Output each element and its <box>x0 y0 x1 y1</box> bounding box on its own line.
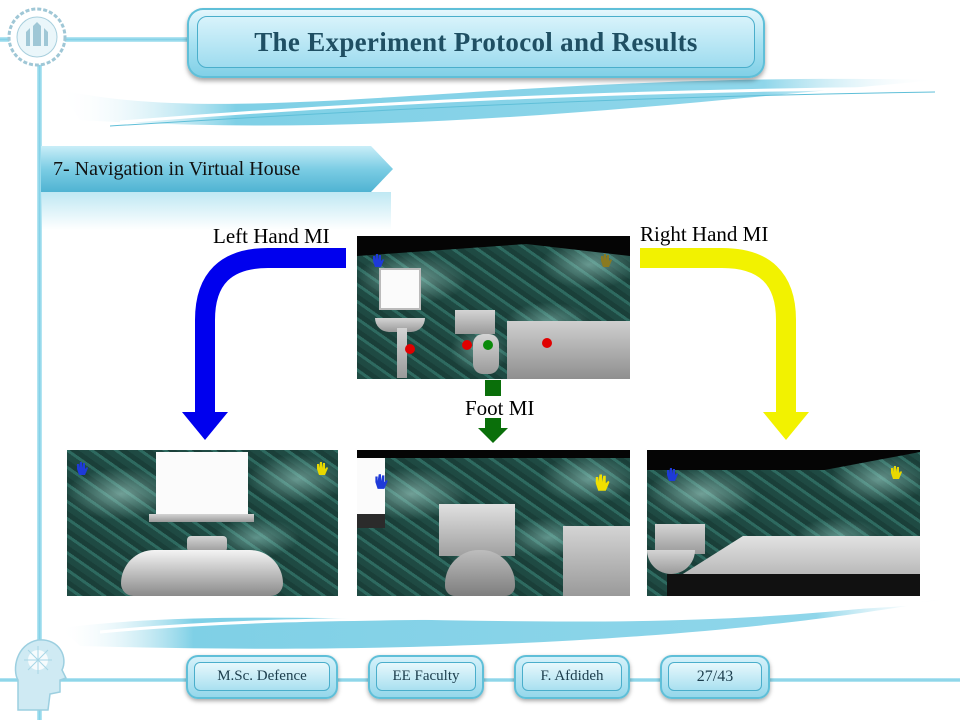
foot-arrow-top <box>485 380 501 396</box>
footer-page-box: 27/43 <box>660 655 770 699</box>
yellow-hand-icon <box>317 462 328 475</box>
section-tab-shape <box>41 146 393 192</box>
mirror <box>156 452 248 514</box>
blue-hand-icon <box>373 254 384 267</box>
toilet-tank <box>455 310 495 334</box>
sink <box>375 318 425 332</box>
bottom-decor-swoosh <box>60 598 950 649</box>
faucet <box>187 536 227 552</box>
foot-arrowhead <box>478 428 508 443</box>
foot-label: Foot MI <box>465 396 535 420</box>
footer-author-box: F. Afdideh <box>514 655 630 699</box>
section-heading: 7- Navigation in Virtual House <box>53 158 301 180</box>
yellow-hand-icon <box>601 254 612 267</box>
toilet <box>445 550 515 596</box>
red-marker <box>462 340 472 350</box>
foot-arrow-stem <box>485 418 501 430</box>
scene-right-hand <box>647 450 920 596</box>
toilet-tank <box>655 524 705 554</box>
shelf <box>357 514 385 528</box>
bathtub-side <box>563 526 630 596</box>
scene-ceiling <box>647 450 920 470</box>
toilet <box>647 550 695 574</box>
red-marker <box>542 338 552 348</box>
bathtub <box>507 321 630 379</box>
blue-hand-icon <box>667 468 678 481</box>
top-decor-swoosh <box>60 78 940 127</box>
left-hand-label: Left Hand MI <box>213 224 330 248</box>
right-arrow <box>640 248 796 415</box>
slide-title: The Experiment Protocol and Results <box>254 26 698 57</box>
footer-faculty: EE Faculty <box>376 662 476 691</box>
frame-vertical-line <box>37 30 42 720</box>
left-arrow <box>195 248 346 415</box>
scene-center-start <box>357 236 630 379</box>
mirror-shelf <box>149 514 254 522</box>
frame-horizontal-line <box>0 37 200 42</box>
footer-degree: M.Sc. Defence <box>194 662 330 691</box>
scene-left-hand <box>67 450 338 596</box>
yellow-hand-icon <box>891 466 902 479</box>
bathtub-base <box>667 574 920 596</box>
footer-degree-box: M.Sc. Defence <box>186 655 338 699</box>
sink-pedestal <box>397 328 407 378</box>
head-profile-icon <box>14 639 68 711</box>
scene-ceiling <box>357 450 630 458</box>
title-box: The Experiment Protocol and Results <box>187 8 765 78</box>
footer-faculty-box: EE Faculty <box>368 655 484 699</box>
scene-foot <box>357 450 630 596</box>
toilet-tank <box>439 504 515 556</box>
scene-ceiling <box>357 236 630 256</box>
section-fade <box>41 192 391 230</box>
page-number: 27/43 <box>668 662 762 691</box>
title-inner: The Experiment Protocol and Results <box>197 16 755 68</box>
university-logo-icon <box>7 7 67 67</box>
blue-hand-icon <box>77 462 88 475</box>
sink <box>121 550 283 596</box>
right-hand-label: Right Hand MI <box>640 222 769 246</box>
footer-author: F. Afdideh <box>522 662 622 691</box>
yellow-hand-icon <box>595 474 610 491</box>
green-marker <box>483 340 493 350</box>
left-arrowhead <box>182 412 228 440</box>
right-arrowhead <box>763 412 809 440</box>
red-marker <box>405 344 415 354</box>
mirror <box>379 268 421 310</box>
blue-hand-icon <box>375 474 388 489</box>
